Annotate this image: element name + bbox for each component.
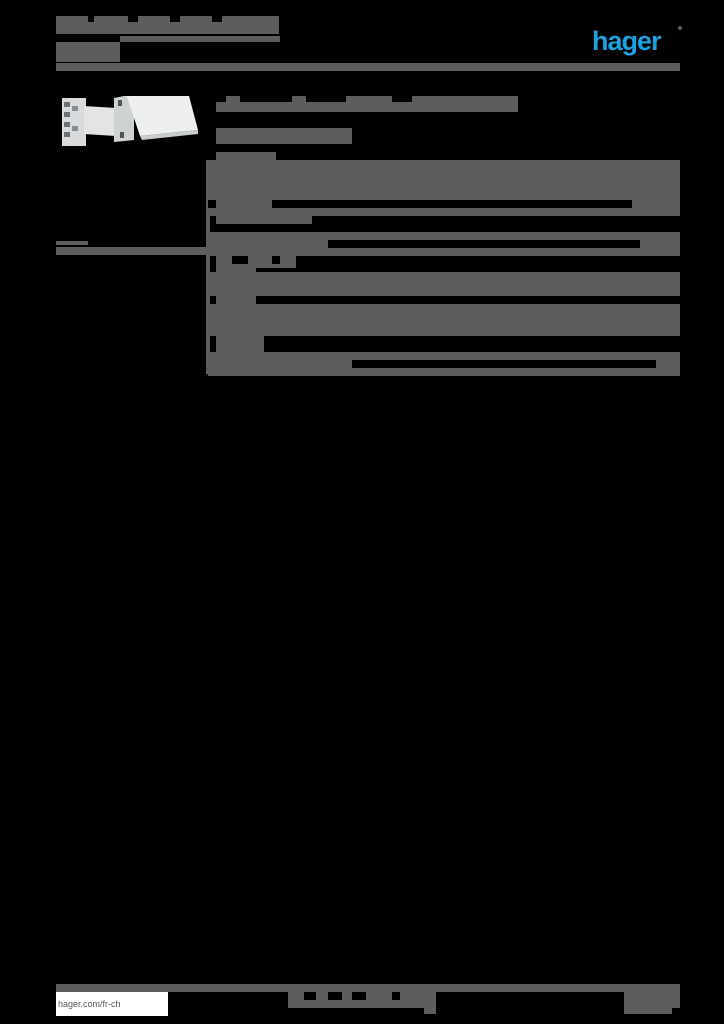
spec-row-gap [272, 200, 632, 208]
registered-mark-icon [678, 26, 682, 30]
title-glyph-gap [170, 16, 180, 22]
sidebar-rule [56, 247, 208, 255]
title-glyph-gap [240, 96, 292, 102]
footer-notch [672, 1008, 680, 1016]
title-glyph-gap [216, 96, 226, 102]
document-subtitle-line [120, 36, 280, 42]
spec-row-gap [352, 360, 656, 368]
spec-section-label [216, 336, 264, 352]
product-subtitle [216, 128, 352, 144]
hager-logo: hager [592, 26, 662, 56]
spec-row-gap [328, 240, 640, 248]
spec-row-gap [232, 256, 248, 264]
header-rule [56, 63, 680, 71]
title-glyph-gap [88, 16, 94, 22]
column-divider [206, 160, 210, 374]
sidebar-label [56, 241, 88, 245]
title-glyph-gap [392, 96, 412, 102]
document-subtitle [56, 42, 120, 62]
spec-row-gap [272, 256, 280, 264]
document-title [56, 16, 279, 34]
footer-glyph-gap [304, 992, 316, 1000]
spec-section-label [216, 152, 276, 160]
footer-page-info [624, 992, 680, 1014]
title-glyph-gap [128, 16, 138, 22]
footer-glyph-gap [392, 992, 400, 1000]
spec-row [208, 272, 680, 296]
footer-center-tab [424, 1006, 436, 1014]
spec-section-label [216, 268, 256, 276]
title-glyph-gap [212, 16, 222, 22]
footer-rule [56, 984, 680, 992]
footer-glyph-gap [328, 992, 342, 1000]
product-image [56, 92, 206, 162]
spec-section-label [216, 256, 296, 268]
footer-website-link[interactable]: hager.com/fr-ch [56, 992, 168, 1016]
spec-section-label [216, 216, 312, 224]
spec-section-label [216, 296, 256, 304]
spec-row [208, 304, 680, 336]
title-glyph-gap [306, 96, 346, 102]
footer-glyph-gap [352, 992, 366, 1000]
spec-row-gap [208, 200, 216, 208]
